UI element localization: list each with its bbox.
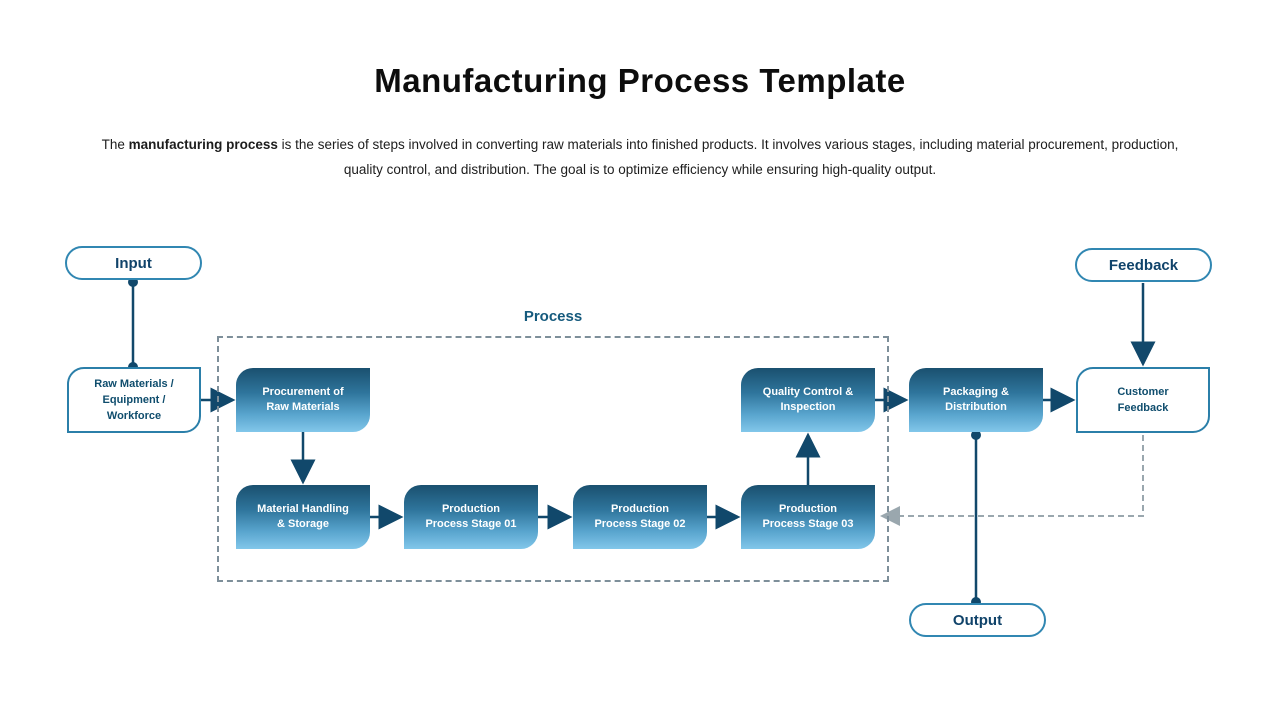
feedback-pill: Feedback [1075,248,1212,282]
node-customer-feedback: Customer Feedback [1076,367,1210,433]
intro-rest: is the series of steps involved in conve… [277,137,1179,177]
connector-packaging-to-output [971,430,981,607]
node-material-handling: Material Handling & Storage [236,485,370,549]
process-group-label: Process [523,308,583,325]
intro-bold-term: manufacturing process [128,137,278,152]
connector-feedback-loop-dashed [880,435,1144,526]
node-stage-01: Production Process Stage 01 [404,485,538,549]
node-procurement: Procurement of Raw Materials [236,368,370,432]
node-quality-control: Quality Control & Inspection [741,368,875,432]
connector-input-to-raw-materials [128,277,138,372]
intro-prefix: The [101,137,129,152]
output-pill: Output [909,603,1046,637]
node-raw-materials: Raw Materials / Equipment / Workforce [67,367,201,433]
input-pill: Input [65,246,202,280]
node-stage-02: Production Process Stage 02 [573,485,707,549]
intro-paragraph: The manufacturing process is the series … [90,132,1190,182]
node-packaging: Packaging & Distribution [909,368,1043,432]
node-stage-03: Production Process Stage 03 [741,485,875,549]
process-dashed-container [217,336,889,582]
page-title: Manufacturing Process Template [374,62,906,99]
